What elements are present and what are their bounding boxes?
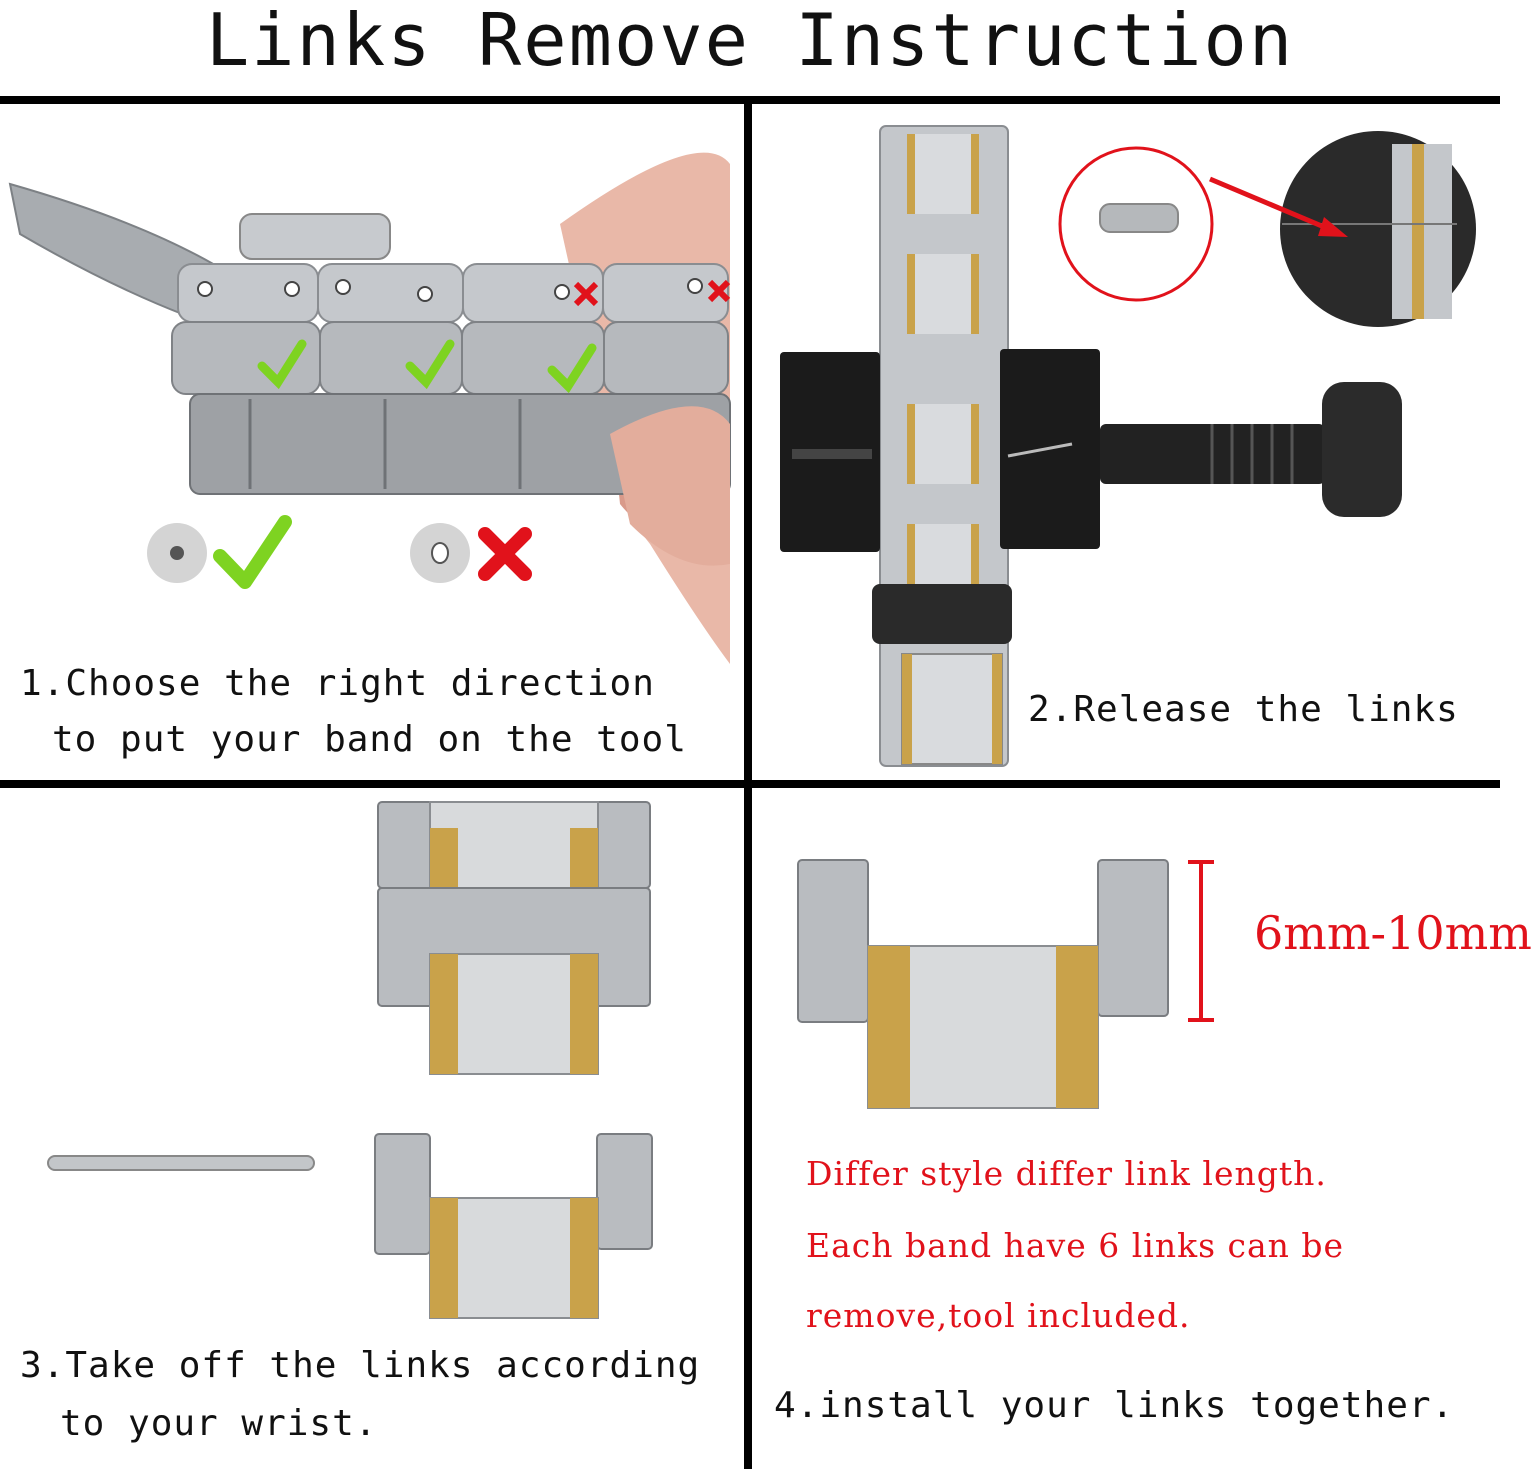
note-line-2: Each band have 6 links can be (806, 1226, 1345, 1265)
step-2-caption: 2.Release the links (1028, 689, 1459, 730)
note-line-3: remove,tool included. (806, 1296, 1191, 1335)
panel-step-3: 3.Take off the links according to your w… (0, 788, 744, 1469)
panel-step-2: 2.Release the links (752, 104, 1500, 780)
step-1-caption-line1: 1.Choose the right direction (20, 663, 655, 704)
band-direction-illustration (8, 152, 731, 665)
step-4-caption: 4.install your links together. (774, 1385, 1455, 1426)
panel-step-4: 6mm-10mm Differ style differ link length… (752, 788, 1532, 1469)
page-title: Links Remove Instruction (205, 0, 1295, 82)
step-1-caption-line2: to put your band on the tool (52, 719, 687, 760)
step-3-caption-line2: to your wrist. (60, 1403, 378, 1444)
removed-links-illustration (47, 801, 653, 1319)
link-length-measurement: 6mm-10mm (1254, 906, 1532, 960)
step-3-caption-line1: 3.Take off the links according (20, 1345, 701, 1386)
note-line-1: Differ style differ link length. (806, 1154, 1327, 1193)
link-length-illustration (797, 859, 1214, 1109)
divider-vertical (744, 98, 752, 1469)
link-remover-tool-illustration (780, 125, 1476, 767)
panel-step-1: 1.Choose the right direction to put your… (0, 104, 744, 780)
